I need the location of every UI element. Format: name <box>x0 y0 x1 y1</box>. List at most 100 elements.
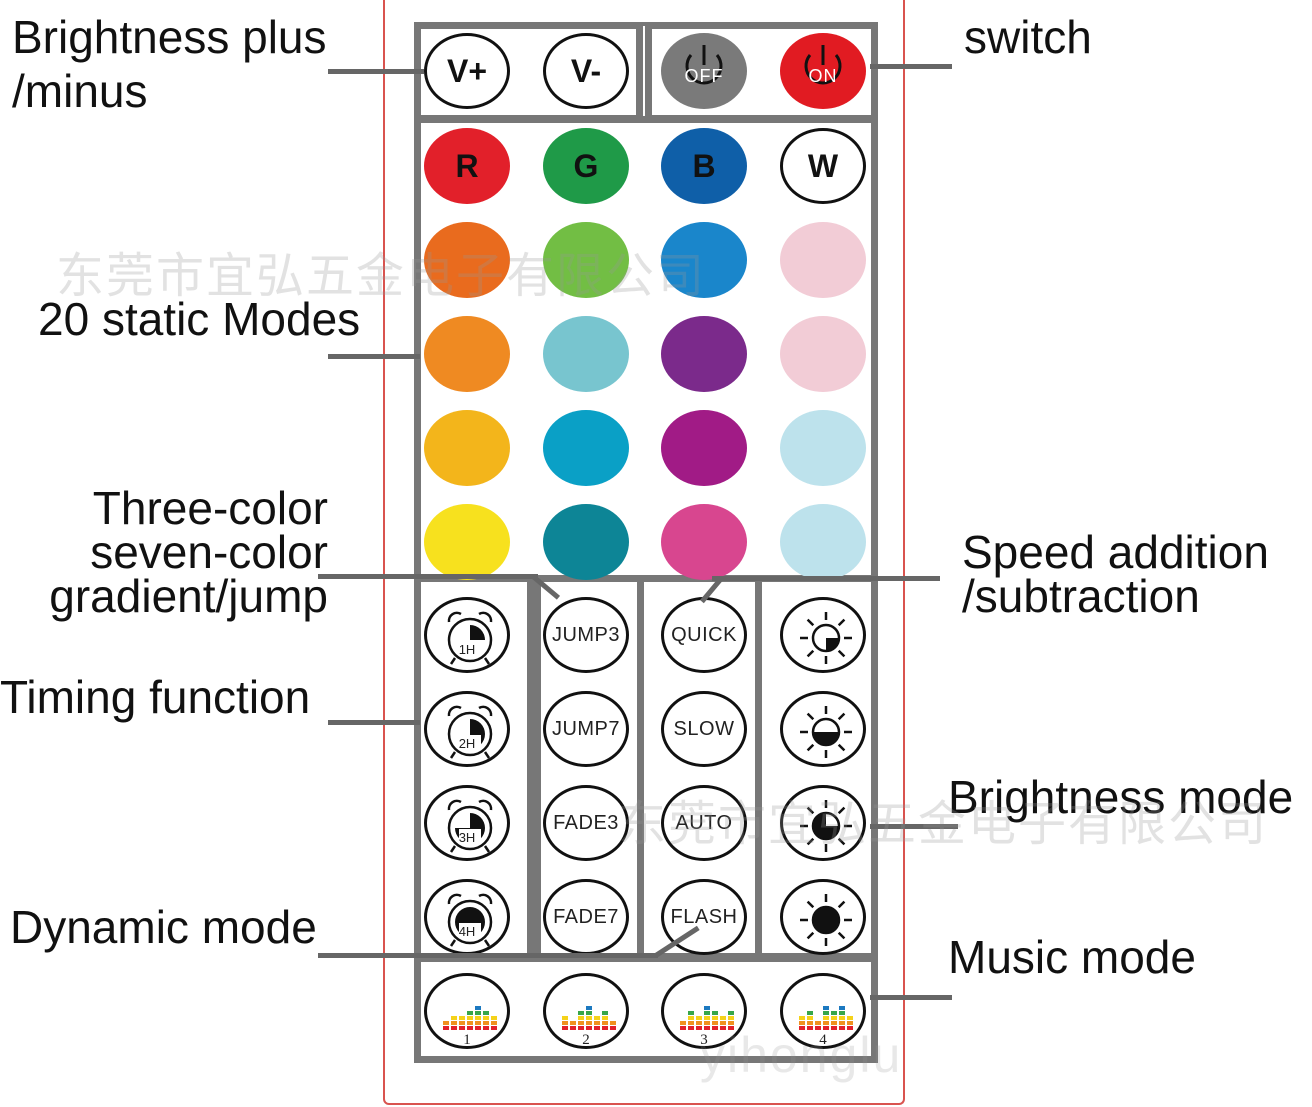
power-label: OFF <box>684 66 724 86</box>
power-label: ON <box>808 66 838 86</box>
music-label: 2 <box>582 1032 590 1048</box>
color-button-r1-c2[interactable] <box>543 222 629 298</box>
power-off-button[interactable]: OFF <box>661 33 747 109</box>
color-button-r2-c2[interactable] <box>543 316 629 392</box>
button-label: W <box>807 147 839 184</box>
color-button-r3-c4[interactable] <box>780 410 866 486</box>
color-button-g[interactable]: G <box>543 128 629 204</box>
equalizer-icon <box>799 1006 853 1030</box>
button-label: B <box>692 147 716 184</box>
color-button-r2-c1[interactable] <box>424 316 510 392</box>
alarm-clock-icon <box>447 611 493 665</box>
timer-2h-button[interactable]: 2H <box>424 691 510 767</box>
music-label: 4 <box>819 1032 827 1048</box>
col-divider-3 <box>637 580 644 955</box>
color-button-r2-c4[interactable] <box>780 316 866 392</box>
quick-button[interactable]: QUICK <box>661 597 747 673</box>
color-button-r1-c4[interactable] <box>780 222 866 298</box>
label-dynamic: Dynamic mode <box>10 901 317 953</box>
button-label: V- <box>570 52 602 89</box>
button-label: FADE7 <box>553 905 619 928</box>
leader-speed <box>712 576 940 581</box>
button-label: G <box>573 147 599 184</box>
power-icon <box>685 45 723 85</box>
music-frame <box>414 955 878 1063</box>
color-button-r4-c4[interactable] <box>780 504 866 580</box>
equalizer-icon <box>562 1006 616 1030</box>
color-button-r4-c2[interactable] <box>543 504 629 580</box>
button-label: FADE3 <box>553 811 619 834</box>
remote-outline <box>383 0 905 1105</box>
color-button-r1-c1[interactable] <box>424 222 510 298</box>
sun-icon <box>800 800 852 852</box>
color-button-r3-c1[interactable] <box>424 410 510 486</box>
fade3-button[interactable]: FADE3 <box>543 785 629 861</box>
brightness-level-4-button[interactable] <box>780 879 866 955</box>
music-mode-4-button[interactable]: 4 <box>780 973 866 1049</box>
button-label: FLASH <box>670 905 738 928</box>
color-button-b[interactable]: B <box>661 128 747 204</box>
top-divider <box>636 26 652 120</box>
fade7-button[interactable]: FADE7 <box>543 879 629 955</box>
slow-button[interactable]: SLOW <box>661 691 747 767</box>
music-label: 1 <box>463 1032 471 1048</box>
brightness-down-button[interactable]: V- <box>543 33 629 109</box>
flash-button[interactable]: FLASH <box>661 879 747 955</box>
timer-4h-button[interactable]: 4H <box>424 879 510 955</box>
label-switch: switch <box>964 11 1092 63</box>
sun-icon <box>800 706 852 758</box>
jump3-button[interactable]: JUMP3 <box>543 597 629 673</box>
power-icon <box>804 45 842 85</box>
label-line: Three-color <box>92 482 328 534</box>
leader-static <box>328 354 420 359</box>
label-line: /subtraction <box>962 570 1200 622</box>
music-mode-3-button[interactable]: 3 <box>661 973 747 1049</box>
watermark-cn-2: 东莞市宜弘五金电子有限公司 <box>618 796 1269 852</box>
button-label: JUMP3 <box>551 623 621 646</box>
watermark-en: yihonglu <box>700 1027 903 1083</box>
color-button-r4-c1[interactable] <box>424 504 510 580</box>
col-divider-1 <box>527 580 534 955</box>
leader-dynamic <box>318 953 658 958</box>
label-brightness-plus-minus: Brightness plus /minus <box>12 14 327 114</box>
brightness-up-button[interactable]: V+ <box>424 33 510 109</box>
jump7-button[interactable]: JUMP7 <box>543 691 629 767</box>
color-button-w[interactable]: W <box>780 128 866 204</box>
label-brightness-mode: Brightness mode <box>948 771 1294 823</box>
leader-timing <box>328 720 420 725</box>
alarm-clock-icon <box>447 705 493 759</box>
brightness-level-1-button[interactable] <box>780 597 866 673</box>
timer-3h-button[interactable]: 3H <box>424 785 510 861</box>
watermark-cn-1: 东莞市宜弘五金电子有限公司 <box>56 248 707 304</box>
color-button-r2-c3[interactable] <box>661 316 747 392</box>
color-button-r3-c3[interactable] <box>661 410 747 486</box>
auto-button[interactable]: AUTO <box>661 785 747 861</box>
color-button-r1-c3[interactable] <box>661 222 747 298</box>
button-label: AUTO <box>675 811 733 834</box>
music-mode-1-button[interactable]: 1 <box>424 973 510 1049</box>
label-line: /minus <box>12 65 148 117</box>
music-label: 3 <box>700 1032 708 1048</box>
timer-label: 1H <box>458 642 476 657</box>
button-label: SLOW <box>673 717 735 740</box>
label-music: Music mode <box>948 931 1196 983</box>
leader-three-color <box>318 574 538 579</box>
leader-brightness-mode <box>870 824 958 829</box>
timer-label: 2H <box>458 736 476 751</box>
label-line: seven-color <box>90 526 328 578</box>
color-button-r[interactable]: R <box>424 128 510 204</box>
alarm-clock-icon <box>447 799 493 853</box>
button-label: QUICK <box>671 623 737 646</box>
brightness-level-2-button[interactable] <box>780 691 866 767</box>
music-mode-2-button[interactable]: 2 <box>543 973 629 1049</box>
power-on-button[interactable]: ON <box>780 33 866 109</box>
timer-1h-button[interactable]: 1H <box>424 597 510 673</box>
button-label: JUMP7 <box>551 717 621 740</box>
color-button-r4-c3[interactable] <box>661 504 747 580</box>
label-speed: Speed addition /subtraction <box>962 529 1269 622</box>
color-button-r3-c2[interactable] <box>543 410 629 486</box>
label-line: Brightness plus <box>12 11 327 63</box>
button-label: R <box>455 147 479 184</box>
brightness-level-3-button[interactable] <box>780 785 866 861</box>
equalizer-icon <box>443 1006 497 1030</box>
